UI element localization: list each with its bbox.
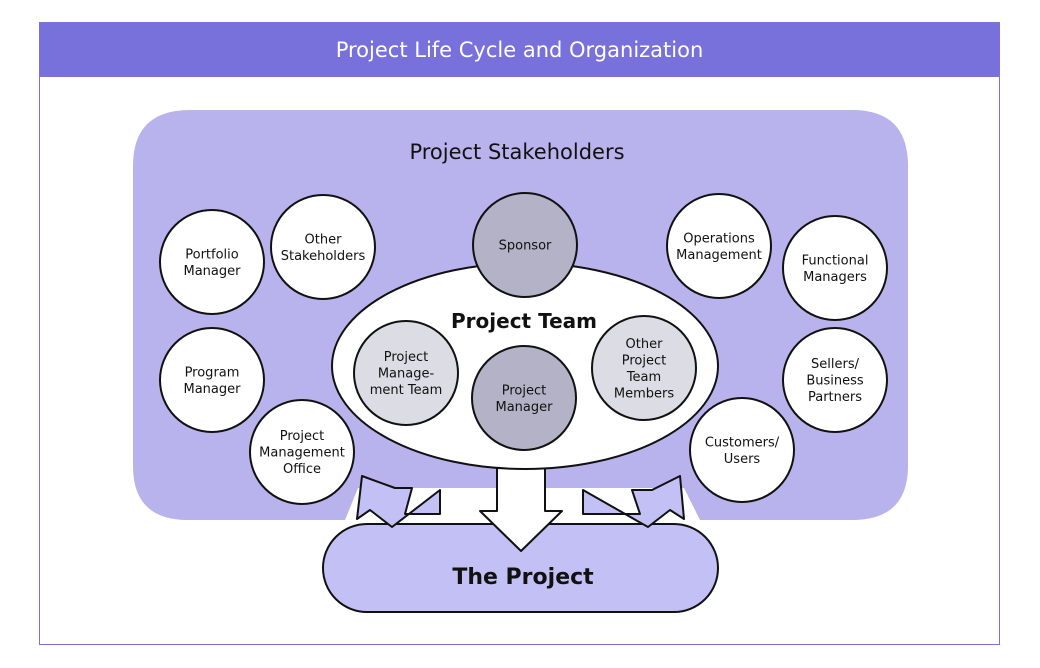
node-circle bbox=[591, 315, 697, 421]
node-label-line: Users bbox=[724, 452, 761, 467]
node-circle bbox=[353, 320, 459, 426]
node-circle bbox=[782, 327, 888, 433]
node-label-line: Sponsor bbox=[499, 239, 552, 254]
node-label-line: Other bbox=[305, 232, 343, 247]
node-circle bbox=[472, 192, 578, 298]
node-label-line: ment Team bbox=[370, 383, 443, 398]
node-label-line: Manager bbox=[184, 264, 242, 279]
node-label-line: Portfolio bbox=[185, 247, 239, 262]
project-label: The Project bbox=[452, 565, 594, 590]
node-label-line: Functional bbox=[802, 253, 869, 268]
node-label-line: Stakeholders bbox=[281, 249, 366, 264]
node-label-line: Partners bbox=[808, 390, 862, 405]
left-arrow bbox=[356, 475, 441, 528]
node-circle bbox=[159, 209, 265, 315]
node-label-line: Project bbox=[280, 429, 324, 444]
node-circle bbox=[471, 345, 577, 451]
node-circle bbox=[270, 194, 376, 300]
node-label-line: Sellers/ bbox=[811, 357, 860, 372]
header-bar: Project Life Cycle and Organization bbox=[40, 23, 999, 77]
node-label-line: Project bbox=[384, 350, 428, 365]
node-label-line: Other bbox=[626, 337, 664, 352]
node-label-line: Operations bbox=[683, 231, 755, 246]
node-label-line: Manage- bbox=[378, 367, 435, 382]
node-label-line: Managers bbox=[803, 270, 867, 285]
project-team-title: Project Team bbox=[451, 309, 597, 333]
right-arrow bbox=[582, 475, 685, 528]
node-label-line: Management bbox=[676, 248, 762, 263]
down-arrow bbox=[479, 467, 563, 552]
node-label-line: Project bbox=[502, 383, 546, 398]
node-customers: Customers/Users bbox=[689, 397, 795, 503]
node-label-line: Team bbox=[626, 370, 661, 385]
node-circle bbox=[782, 215, 888, 321]
node-label-line: Customers/ bbox=[705, 435, 780, 450]
node-label-line: Program bbox=[185, 365, 240, 380]
node-circle bbox=[689, 397, 795, 503]
node-circle bbox=[666, 193, 772, 299]
stakeholders-title: Project Stakeholders bbox=[409, 140, 624, 164]
node-label-line: Project bbox=[622, 353, 666, 368]
page-title: Project Life Cycle and Organization bbox=[335, 38, 704, 62]
node-label-line: Manager bbox=[184, 382, 242, 397]
node-label-line: Business bbox=[806, 374, 864, 389]
node-label-line: Management bbox=[259, 446, 345, 461]
node-label-line: Members bbox=[614, 386, 674, 401]
node-sponsor: Sponsor bbox=[472, 192, 578, 298]
node-circle bbox=[249, 399, 355, 505]
node-circle bbox=[159, 327, 265, 433]
node-label-line: Office bbox=[283, 462, 321, 477]
node-label-line: Manager bbox=[496, 400, 554, 415]
